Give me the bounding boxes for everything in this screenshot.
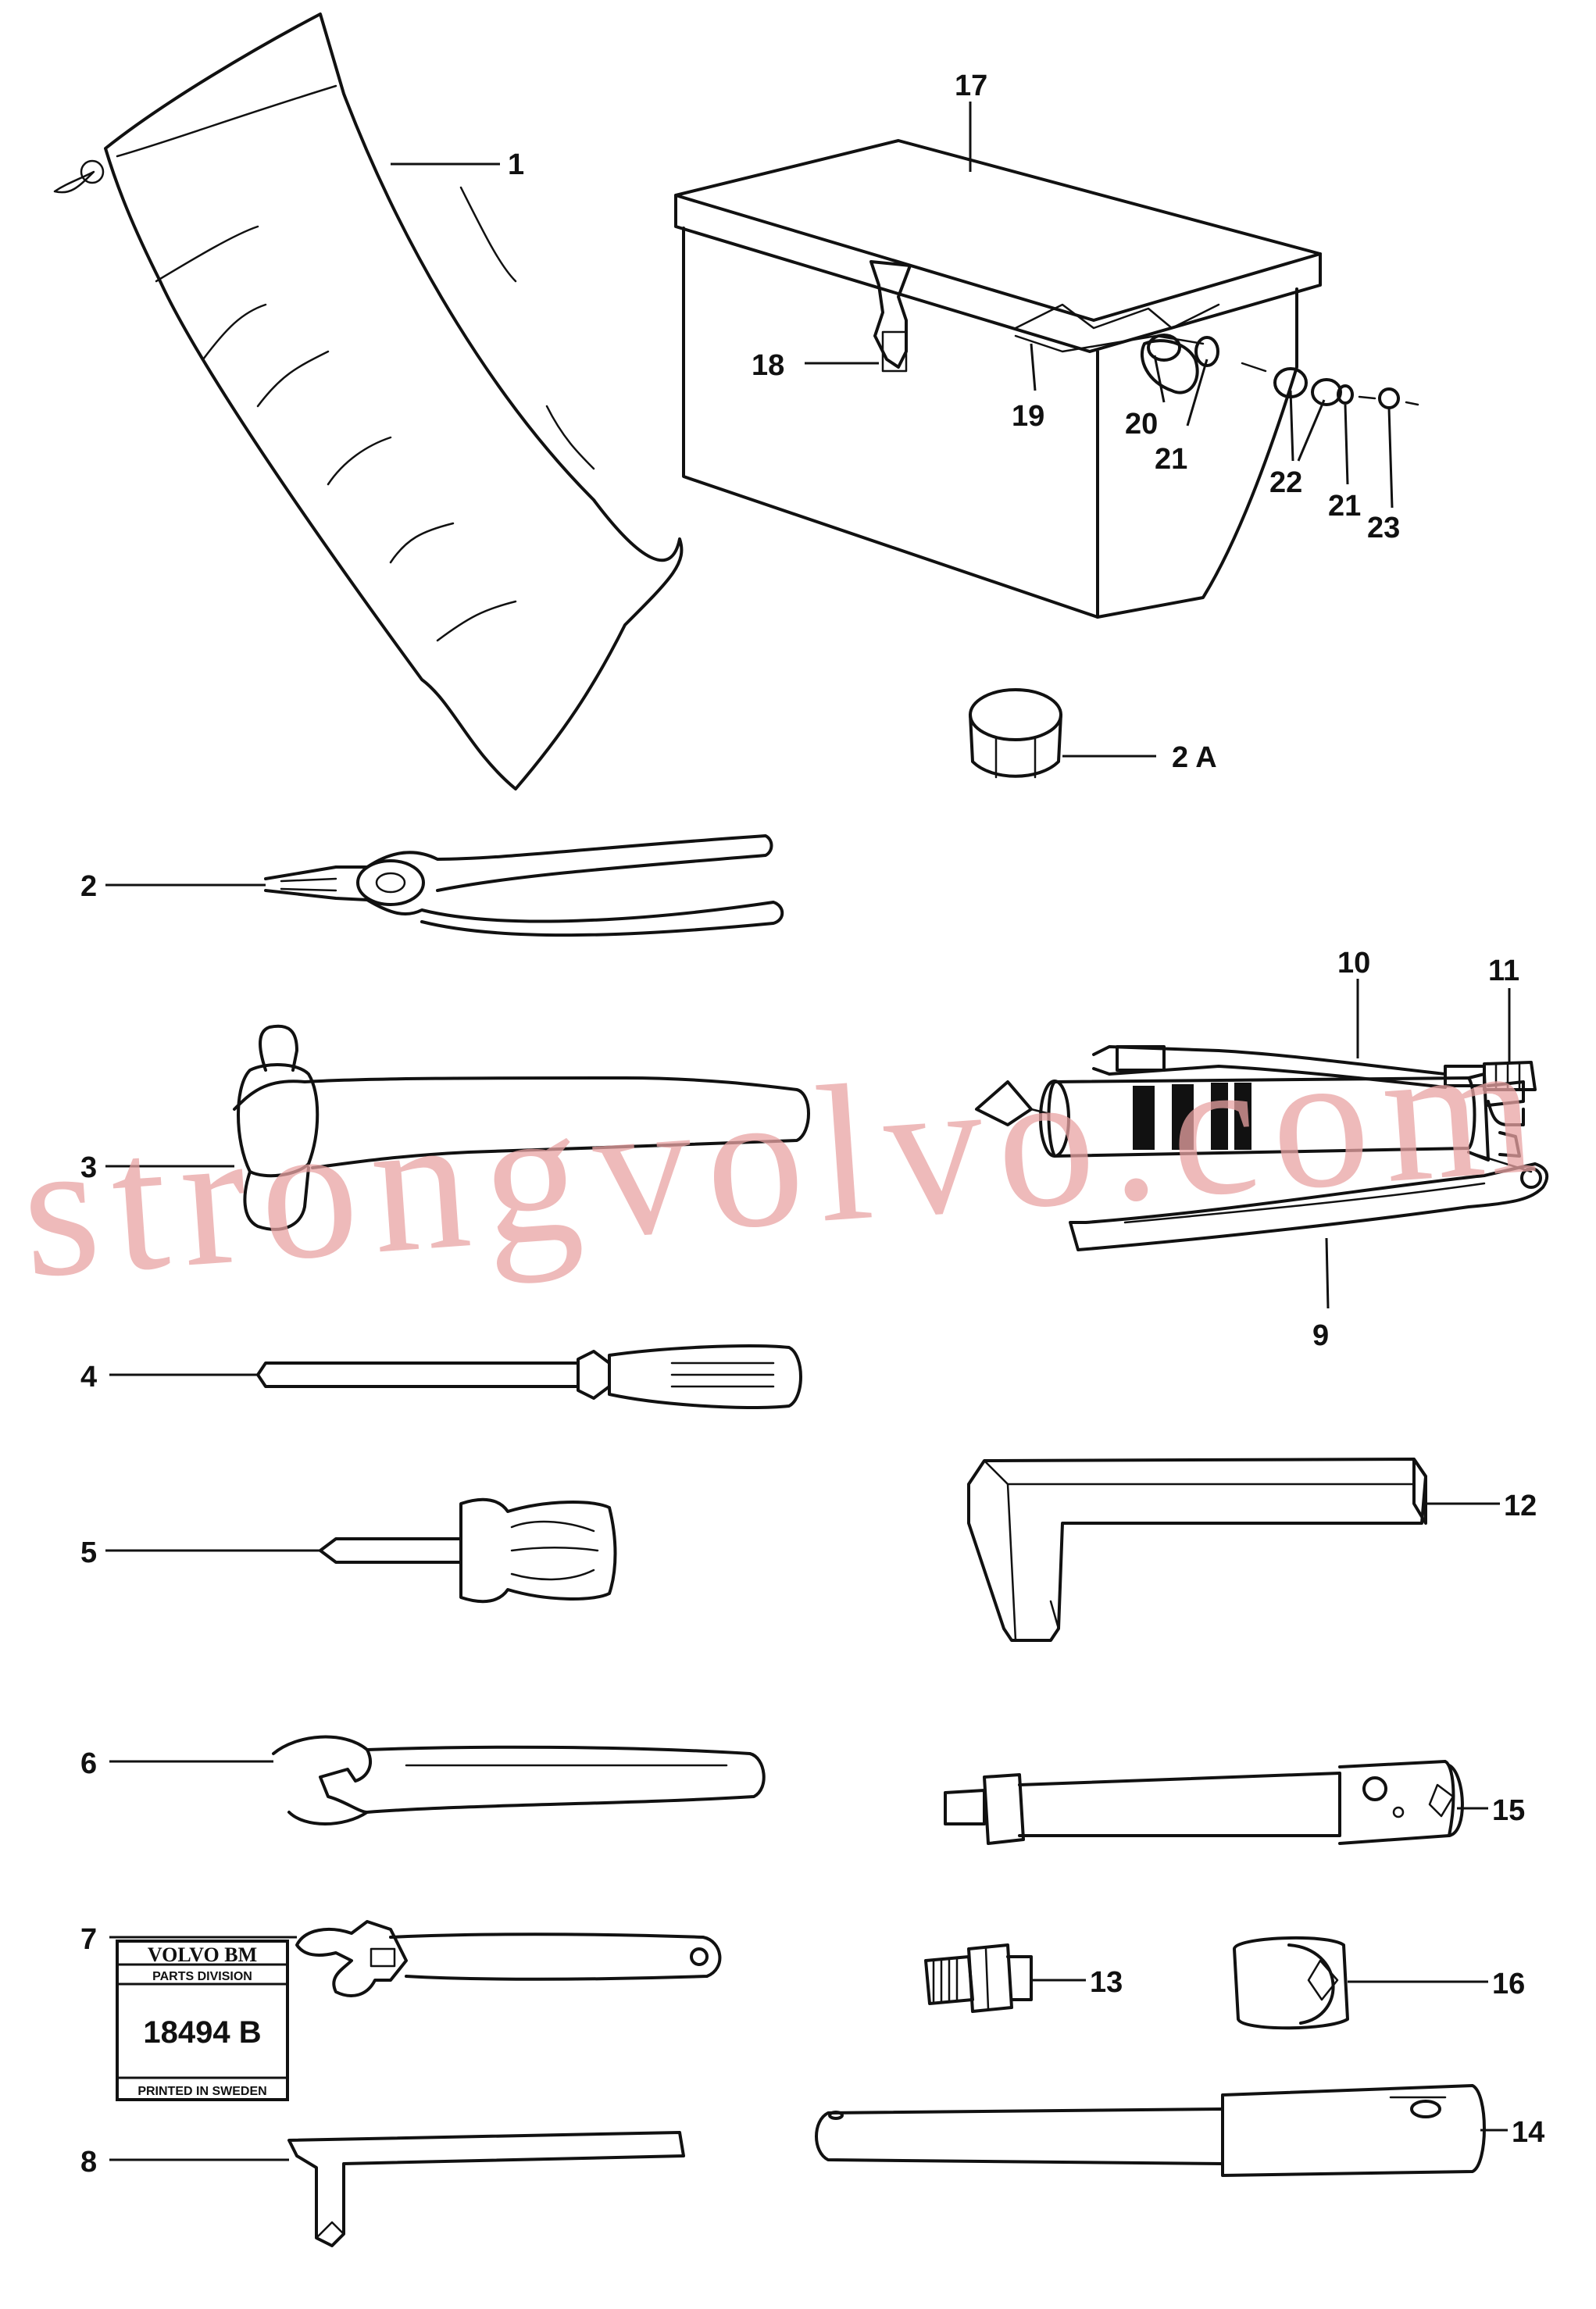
leader-line-20	[1153, 355, 1166, 403]
callout-6: 6	[80, 1747, 97, 1780]
fastener-hardware-drawing	[1147, 334, 1419, 409]
leader-line-9	[1325, 1237, 1330, 1309]
leader-line-21b	[1344, 404, 1349, 485]
callout-17: 17	[955, 70, 987, 102]
callout-14: 14	[1512, 2116, 1544, 2149]
callout-2: 2	[80, 870, 97, 903]
callout-10: 10	[1337, 947, 1370, 980]
callout-9: 9	[1312, 1319, 1329, 1352]
callout-1: 1	[508, 148, 524, 181]
callout-20: 20	[1125, 408, 1158, 441]
callout-18: 18	[752, 349, 784, 382]
callout-8: 8	[80, 2146, 97, 2179]
adjustable-wrench-drawing	[295, 1920, 722, 1997]
tommy-bar-drawing	[815, 2084, 1486, 2177]
l-bar-drawing	[967, 1458, 1427, 1642]
pliers-drawing	[264, 834, 784, 937]
socket-extension-drawing	[944, 1760, 1464, 1845]
callout-13: 13	[1090, 1966, 1123, 1999]
watermark-text: strongvolvo.com	[15, 997, 1555, 1319]
callout-4: 4	[80, 1361, 97, 1394]
callout-2a: 2 A	[1172, 741, 1217, 774]
leader-line-19	[1030, 343, 1037, 391]
badge-printed: PRINTED IN SWEDEN	[137, 2085, 266, 2098]
callout-22: 22	[1269, 466, 1302, 499]
volvo-bm-badge: VOLVO BM PARTS DIVISION 18494 B PRINTED …	[116, 1940, 289, 2101]
badge-division: PARTS DIVISION	[152, 1970, 252, 1983]
open-end-wrench-drawing	[272, 1735, 766, 1825]
badge-number: 18494 B	[143, 2015, 261, 2050]
stubby-screwdriver-drawing	[319, 1497, 617, 1604]
tool-box-drawing	[674, 139, 1322, 619]
callout-21-outer: 21	[1328, 490, 1361, 523]
hammer-drawing	[233, 1024, 810, 1231]
adapter-fitting-drawing	[924, 1943, 1033, 2013]
callout-16: 16	[1492, 1968, 1525, 2000]
screwdriver-drawing	[256, 1344, 802, 1409]
callout-19: 19	[1012, 400, 1044, 433]
callout-21-inner: 21	[1155, 443, 1187, 476]
callout-5: 5	[80, 1536, 97, 1569]
callout-12: 12	[1504, 1490, 1537, 1522]
leader-line-22b	[1297, 399, 1326, 462]
callout-15: 15	[1492, 1794, 1525, 1827]
callout-11: 11	[1488, 955, 1519, 987]
leader-line-21a	[1186, 359, 1209, 426]
callout-7: 7	[80, 1923, 97, 1956]
socket-drawing	[1233, 1936, 1349, 2030]
grease-gun-drawing	[975, 1045, 1549, 1251]
callout-23: 23	[1367, 512, 1400, 544]
leader-line-22a	[1289, 390, 1294, 462]
tool-bag-drawing	[53, 12, 684, 790]
callout-3: 3	[80, 1151, 97, 1184]
hex-key-drawing	[287, 2131, 685, 2247]
leader-line-23	[1387, 407, 1394, 509]
badge-brand: VOLVO BM	[148, 1943, 257, 1966]
nut-cap-drawing	[969, 688, 1062, 779]
